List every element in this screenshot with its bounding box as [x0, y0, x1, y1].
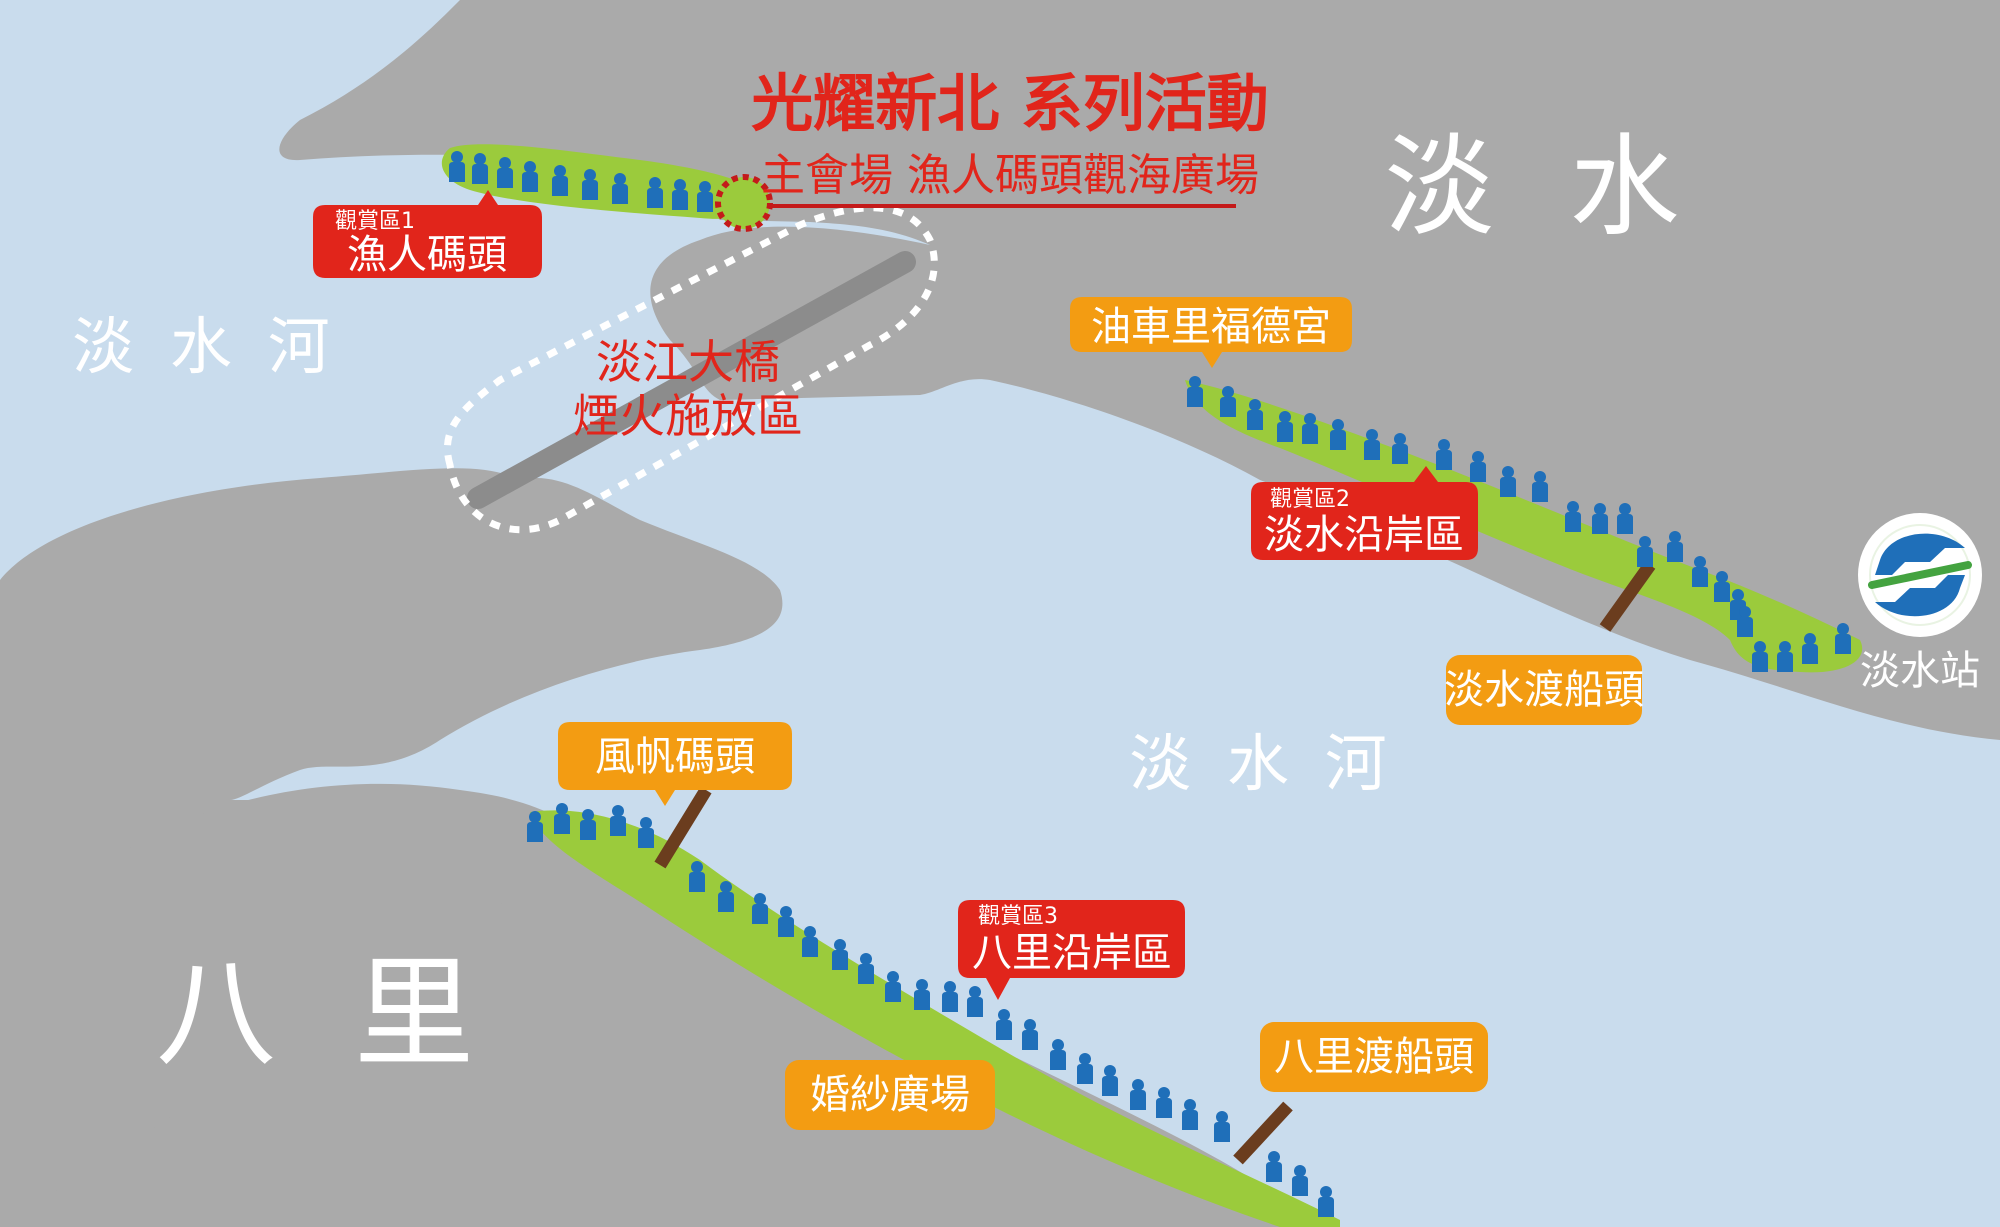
landmark-bali-ferry: 八里渡船頭	[1260, 1022, 1488, 1092]
viewing-zone-3-name: 八里沿岸區	[972, 930, 1172, 976]
landmark-bali-ferry-label: 八里渡船頭	[1274, 1034, 1474, 1080]
landmark-fengfan-wharf: 風帆碼頭	[558, 722, 792, 806]
viewing-zone-1-name: 漁人碼頭	[347, 232, 507, 278]
viewing-zone-1-label: 觀賞區1	[335, 209, 415, 234]
viewing-zone-2-name: 淡水沿岸區	[1264, 512, 1464, 558]
region-label-bali: 八 里	[156, 945, 494, 1084]
fireworks-label-line1: 淡江大橋	[596, 335, 780, 389]
event-subtitle: 主會場 漁人碼頭觀海廣場	[761, 150, 1259, 201]
viewing-zone-1-callout: 觀賞區1 漁人碼頭	[313, 190, 542, 278]
tamkang-bridge	[467, 251, 916, 509]
viewing-zone-3-callout: 觀賞區3 八里沿岸區	[958, 900, 1185, 1000]
shore-zone-2	[1185, 380, 1863, 673]
river-label-west: 淡 水 河	[72, 310, 337, 383]
bali-ferry-pier	[1233, 1101, 1293, 1165]
landmark-fude-temple-label: 油車里福德宮	[1091, 304, 1331, 350]
landmark-tamsui-ferry-label: 淡水渡船頭	[1444, 667, 1644, 713]
region-label-tamsui: 淡 水	[1385, 123, 1700, 251]
landmark-fude-temple: 油車里福德宮	[1070, 297, 1352, 368]
fireworks-label-line2: 煙火施放區	[573, 389, 803, 443]
viewing-zone-2-callout: 觀賞區2 淡水沿岸區	[1251, 466, 1478, 560]
mrt-station-name: 淡水站	[1860, 648, 1980, 694]
landmark-tamsui-ferry: 淡水渡船頭	[1444, 655, 1644, 725]
shore-zone-3	[530, 810, 1340, 1227]
tamsui-ferry-pier	[1599, 561, 1656, 632]
river-label-center: 淡 水 河	[1129, 727, 1394, 800]
landmark-wedding-plaza: 婚紗廣場	[785, 1060, 995, 1130]
fireworks-zone-outline	[443, 204, 938, 534]
event-title: 光耀新北 系列活動	[751, 67, 1269, 140]
landmark-fengfan-wharf-label: 風帆碼頭	[595, 734, 755, 780]
bali-land	[0, 468, 1320, 1227]
landmark-wedding-plaza-label: 婚紗廣場	[810, 1072, 970, 1118]
main-venue-marker	[715, 174, 773, 232]
bali-land-lower	[0, 783, 600, 1227]
viewing-zone-3-label: 觀賞區3	[978, 904, 1058, 929]
viewing-zone-2-label: 觀賞區2	[1270, 487, 1350, 512]
fengfan-pier	[654, 786, 712, 869]
mrt-logo-icon	[1858, 513, 1982, 637]
